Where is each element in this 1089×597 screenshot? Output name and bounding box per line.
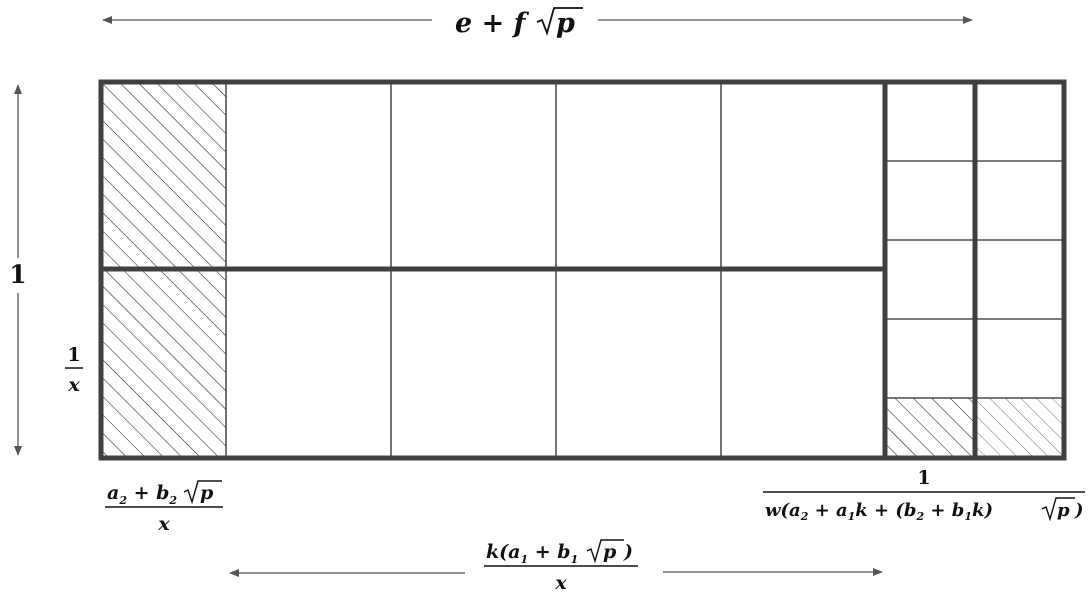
- hatched-small-cell-b: [975, 398, 1064, 458]
- top-width-label: e + f p: [455, 7, 583, 39]
- svg-text:p: p: [603, 541, 617, 563]
- sqrt-sign: [183, 480, 222, 505]
- cell-height-label: 1 x: [65, 344, 83, 396]
- right-strip-width-label: 1 w(a2 + a1k + (b2 + b1k) p ): [763, 467, 1085, 523]
- svg-text:w(a2 + a1k + (b2 + b1k): w(a2 + a1k + (b2 + b1k): [765, 500, 993, 523]
- left-height-label: 1: [9, 260, 26, 289]
- bottom-width-arrow: [229, 568, 883, 577]
- sqrt-sign: [536, 7, 583, 36]
- bottom-width-label: k(a1 + b1 p ) x: [484, 539, 638, 594]
- svg-text:p: p: [1057, 500, 1070, 521]
- left-strip-width-label: a2 + b2 p x: [105, 480, 223, 535]
- sqrt-sign: [586, 539, 624, 564]
- svg-text:x: x: [67, 374, 80, 396]
- svg-text:p: p: [556, 8, 575, 39]
- svg-text:): ): [623, 541, 633, 563]
- svg-text:x: x: [157, 513, 170, 535]
- svg-text:x: x: [554, 572, 567, 594]
- svg-text:k(a1 + b1: k(a1 + b1: [486, 541, 578, 566]
- svg-text:1: 1: [67, 344, 80, 366]
- hatched-small-cell-a: [885, 398, 975, 458]
- svg-text:a2 + b2: a2 + b2: [107, 482, 177, 507]
- svg-text:): ): [1074, 500, 1084, 521]
- sqrt-sign: [1041, 497, 1075, 522]
- svg-text:e + f: e + f: [455, 8, 530, 39]
- heavy-lines: [98, 79, 1067, 461]
- svg-text:p: p: [200, 482, 214, 504]
- svg-text:1: 1: [917, 467, 930, 489]
